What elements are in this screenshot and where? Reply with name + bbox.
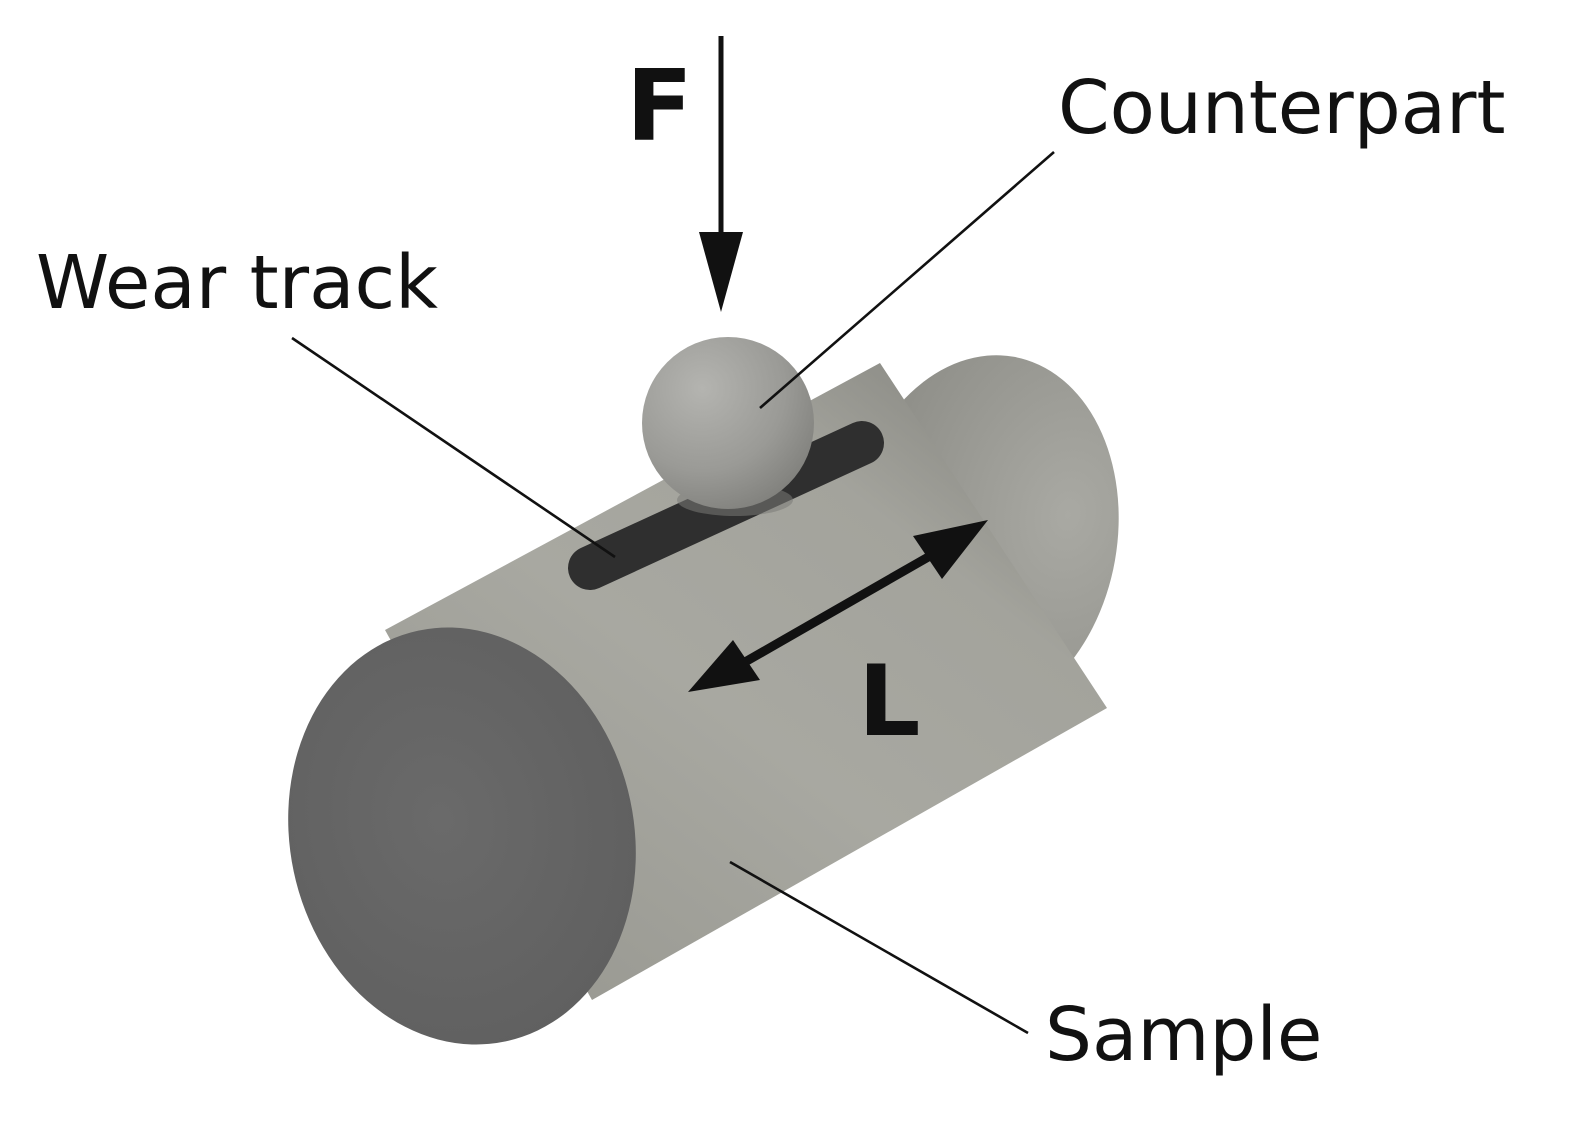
- counterpart-label: Counterpart: [1058, 65, 1505, 151]
- length-label: L: [858, 645, 920, 759]
- force-label: F: [626, 50, 693, 164]
- sample-label: Sample: [1045, 992, 1322, 1078]
- wear-track-leader-line: [291, 336, 616, 559]
- stroke-length-arrow: [688, 520, 988, 692]
- counterpart-leader-line: [759, 151, 1055, 409]
- force-arrow: [699, 36, 743, 312]
- counterpart-ball: [642, 337, 814, 509]
- cylinder-end-face: [288, 627, 636, 1045]
- wear-track-label: Wear track: [36, 240, 438, 326]
- sample-leader-line: [729, 860, 1029, 1035]
